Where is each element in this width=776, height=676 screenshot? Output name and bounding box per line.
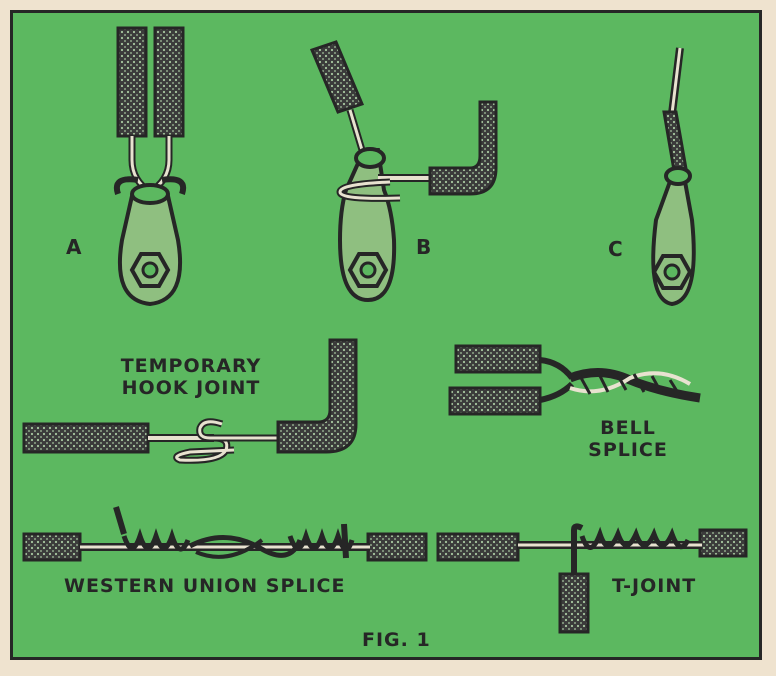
western-union-label: WESTERN UNION SPLICE: [64, 575, 346, 597]
insulation-b-upper: [309, 40, 365, 114]
temporary-hook-joint: [22, 338, 358, 464]
insulation-a-left: [116, 26, 148, 138]
label-c: C: [608, 237, 624, 261]
western-union-splice: [22, 506, 428, 562]
insulation-b-elbow: [428, 100, 498, 196]
bell-splice-label-line2: SPLICE: [588, 438, 668, 461]
t-joint-label: T-JOINT: [612, 575, 697, 597]
hook-joint-label: TEMPORARY HOOK JOINT: [96, 355, 286, 400]
hook-joint-label-line2: HOOK JOINT: [121, 376, 261, 399]
label-a: A: [66, 235, 83, 259]
lug-c: [651, 47, 696, 307]
bell-splice-label: BELL SPLICE: [578, 417, 678, 462]
bell-splice-label-line1: BELL: [600, 417, 656, 439]
bell-splice: [448, 344, 701, 416]
t-joint: [436, 523, 748, 634]
figure-caption: FIG. 1: [362, 629, 431, 651]
lug-a: [114, 26, 186, 307]
insulation-a-right: [153, 26, 185, 138]
hook-joint-label-line1: TEMPORARY: [120, 355, 262, 377]
lug-b: [309, 40, 498, 303]
label-b: B: [416, 235, 433, 259]
